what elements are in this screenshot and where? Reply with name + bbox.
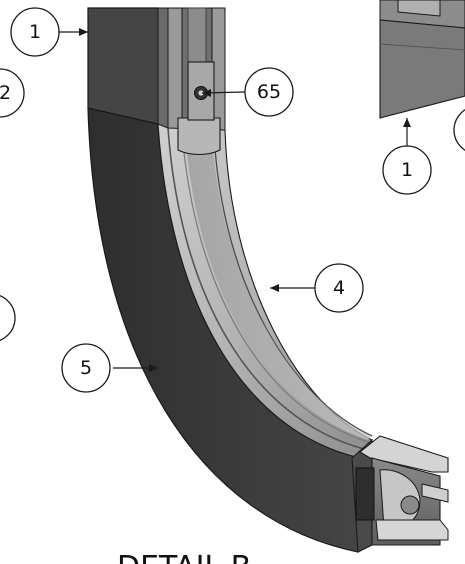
upper-outer-face — [87, 7, 159, 125]
balloon-left-edge-top-label: 2 — [0, 82, 11, 104]
upper-side-face — [157, 7, 169, 129]
connector-tab-upper — [421, 483, 449, 503]
second-part-face — [379, 19, 465, 119]
channel-rail-inner — [213, 133, 373, 437]
balloon-right-edge — [453, 109, 465, 151]
slider-block — [177, 117, 221, 156]
balloon-screw: 65 — [244, 67, 294, 117]
upper-straight-section — [87, 7, 226, 156]
connector-left-block — [355, 467, 375, 521]
connector-tab-lower — [375, 519, 449, 541]
curved-profile — [87, 107, 373, 553]
balloon-top-right: 1 — [382, 145, 432, 195]
balloon-top-right-label: 1 — [401, 159, 413, 181]
balloon-outer-arc-label: 5 — [80, 357, 92, 379]
end-connector — [351, 435, 449, 553]
second-part — [379, 0, 465, 119]
detail-label: DETAIL B — [117, 550, 251, 564]
balloon-inner-arc: 4 — [314, 263, 364, 313]
balloon-inner-arc-label: 4 — [333, 277, 345, 299]
second-part-rib — [397, 0, 441, 17]
second-part-line — [379, 43, 465, 51]
balloon-screw-label: 65 — [257, 81, 281, 103]
arrowhead-screw — [202, 89, 211, 97]
leader-arrowheads — [79, 28, 411, 372]
arrowhead-outer-arc — [149, 364, 158, 372]
channel-rail-outer — [167, 127, 365, 450]
arrowhead-top-left — [79, 28, 88, 36]
balloon-top-left-label: 1 — [29, 21, 41, 43]
channel-rail-mid — [181, 131, 369, 443]
balloon-left-edge-top: 2 — [0, 68, 25, 118]
connector-hole — [400, 495, 420, 515]
arrowhead-inner-arc — [270, 284, 279, 292]
channel-strip — [185, 134, 371, 440]
balloon-left-edge-mid — [0, 295, 16, 341]
balloon-top-left: 1 — [10, 7, 60, 57]
balloon-outer-arc: 5 — [61, 343, 111, 393]
connector-top-plate — [359, 435, 449, 473]
arrowhead-top-right — [403, 118, 411, 127]
